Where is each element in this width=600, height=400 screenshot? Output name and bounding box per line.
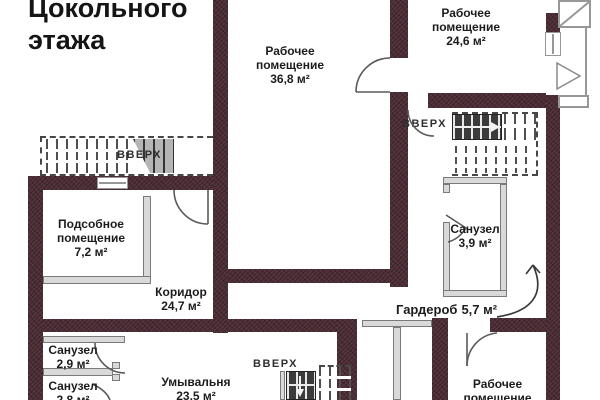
door-jamb-lower <box>112 374 120 381</box>
wall-workroom-bottom-top-stub <box>490 318 546 332</box>
room-area: 36,8 м² <box>270 72 310 86</box>
stairs-bottom-tread-gap <box>319 376 351 379</box>
room-label-work-bottom: Рабочее помещение <box>450 377 545 400</box>
room-name-line: Коридор <box>155 285 207 299</box>
partition-utility-bottom <box>43 276 151 284</box>
wall-corridor-top <box>28 176 228 190</box>
wall-center-divider-lower <box>390 92 408 287</box>
partition-san29-top <box>43 336 125 343</box>
wall-workroom-bottom-left <box>432 318 448 400</box>
room-area: 5,7 м² <box>461 302 498 317</box>
stairs-up-label-left: ВВЕРХ <box>117 149 162 161</box>
stairs-left-tread-gap <box>46 149 134 152</box>
stairs-right-grid-line <box>453 126 501 128</box>
wall-workroom-right-bottom <box>428 93 546 108</box>
door-arc-work-bottom <box>466 332 498 367</box>
room-name-line: Санузел <box>450 222 500 236</box>
room-area: 24,6 м² <box>446 34 486 48</box>
room-area: 24,7 м² <box>161 299 201 313</box>
room-name-line: помещение <box>56 231 126 245</box>
room-name-line: Гардероб <box>396 302 458 317</box>
wall-left-outer <box>28 176 43 400</box>
window-bay-top-right <box>558 0 591 28</box>
wall-center-divider-upper <box>390 0 408 58</box>
stairs-up-label-right: ВВЕРХ <box>402 118 447 130</box>
stairs-right-return-gap <box>455 153 535 157</box>
door-jamb-upper <box>112 362 120 369</box>
stairs-bottom-dashed-treads <box>319 365 351 400</box>
room-area: 2,9 м² <box>56 357 90 371</box>
porch-step-box <box>558 95 589 108</box>
wall-corridor-bottom <box>43 319 357 332</box>
stairs-right-dashed-outline <box>452 112 538 176</box>
room-name-line: помещение <box>463 391 532 400</box>
room-label-work-top: Рабочее помещение 36,8 м² <box>235 44 345 86</box>
room-name-line: Умывальня <box>161 375 231 389</box>
room-label-washroom: Умывальня 23,5 м² <box>150 375 242 400</box>
stairs-left-dashed-outline <box>40 136 213 176</box>
room-name-line: Рабочее <box>441 6 491 20</box>
room-label-corridor: Коридор 24,7 м² <box>140 285 222 313</box>
door-arc-landing <box>173 189 209 225</box>
room-name-line: Подсобное <box>58 217 124 231</box>
room-name-line: помещение <box>255 58 325 72</box>
page-title: Цокольного этажа <box>28 0 187 56</box>
room-area: 23,5 м² <box>176 389 216 400</box>
room-area: 3,9 м² <box>458 236 492 250</box>
room-label-san39: Санузел 3,9 м² <box>440 222 510 250</box>
wall-right-outer-upper <box>546 13 560 33</box>
wall-middle-room-bottom <box>228 269 408 283</box>
stairs-up-label-bottom: ВВЕРХ <box>253 358 298 370</box>
room-label-san29: Санузел 2,9 м² <box>42 343 104 371</box>
page-title-line2: этажа <box>28 25 106 55</box>
stairs-left-tread-gap <box>46 160 134 163</box>
stairs-left-treads <box>46 139 134 173</box>
partition-san39-bottom <box>443 290 507 297</box>
room-name-line: Рабочее <box>265 44 315 58</box>
room-area: 2,8 м² <box>56 393 90 400</box>
stairs-right-return-gap <box>455 164 535 168</box>
exterior-door-leaf-icon <box>556 61 582 91</box>
stairs-bottom-grid-line <box>287 384 315 386</box>
room-name-line: помещение <box>431 20 501 34</box>
room-label-utility: Подсобное помещение 7,2 м² <box>45 217 137 259</box>
stair-edge-strip <box>280 371 285 400</box>
wall-right-outer-lower <box>546 95 560 400</box>
page-title-line1: Цокольного <box>28 0 188 23</box>
room-area: 7,2 м² <box>74 245 108 259</box>
stairs-right-tread-gap <box>504 124 536 128</box>
wardrobe-pointer-arrowhead <box>525 264 541 275</box>
partition-utility-right <box>143 196 151 284</box>
stairs-bottom-tread-gap <box>319 388 351 391</box>
room-name-line: Санузел <box>48 379 98 393</box>
partition-san39-left-stub <box>443 184 450 193</box>
room-name-line: Рабочее <box>472 377 523 391</box>
wall-center-left-vertical <box>213 0 228 333</box>
partition-closet-top <box>362 320 432 327</box>
room-name-line: Санузел <box>48 343 98 357</box>
partition-closet-vertical <box>393 327 401 400</box>
room-label-work-right: Рабочее помещение 24,6 м² <box>410 6 522 48</box>
room-label-san28: Санузел 2,8 м² <box>42 379 104 400</box>
stairs-right-return-flight <box>455 146 535 173</box>
window-right-wall <box>545 32 561 56</box>
partition-san39-top <box>443 177 507 184</box>
door-arc-work-top <box>355 57 391 93</box>
window-corridor-top <box>97 177 128 189</box>
